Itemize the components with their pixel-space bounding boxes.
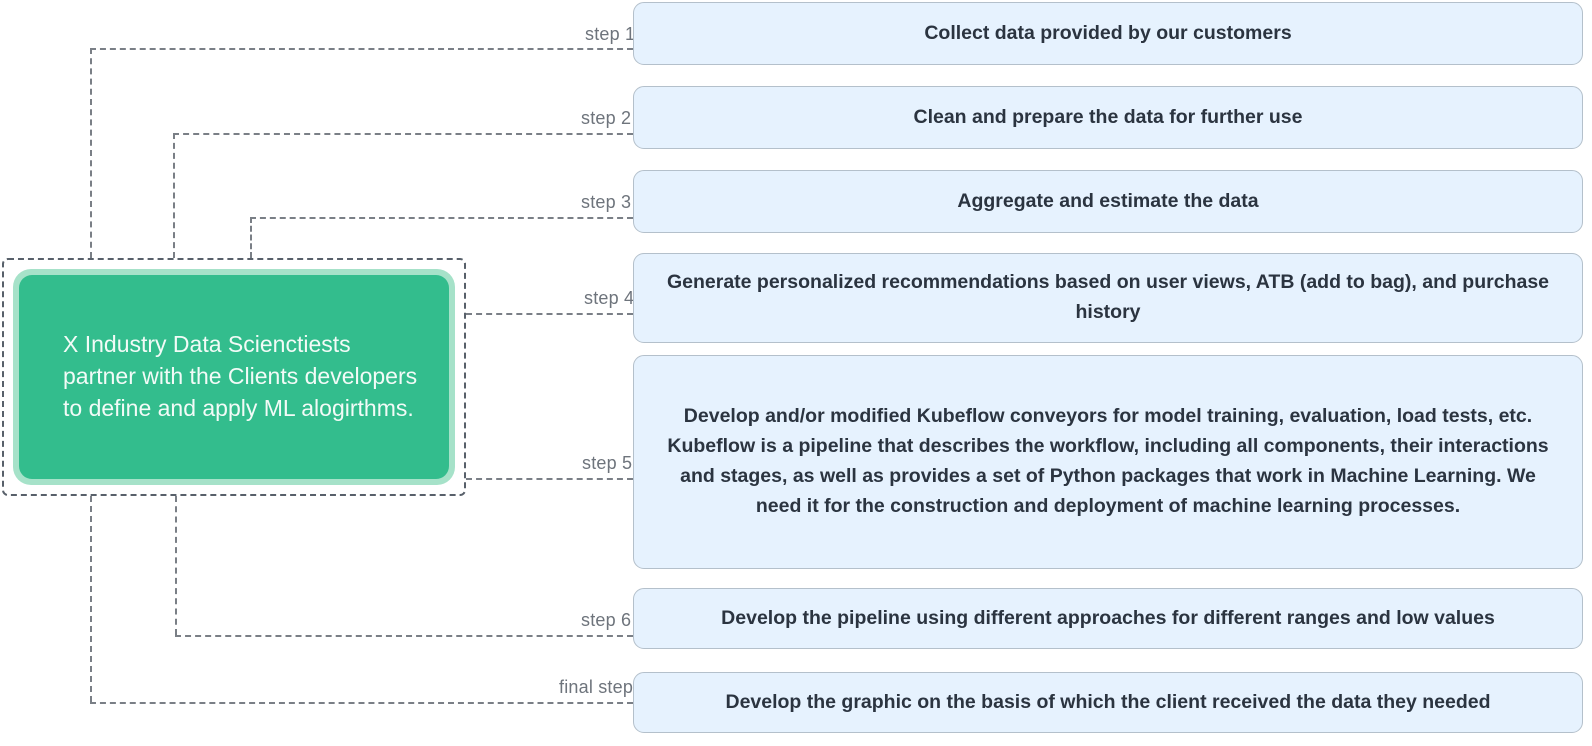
source-card-inner: X Industry Data Scienctiests partner wit… <box>19 275 449 479</box>
step-box-4[interactable]: Generate personalized recommendations ba… <box>633 253 1583 343</box>
connector-horizontal-step1 <box>90 48 633 50</box>
step-box-4-text: Generate personalized recommendations ba… <box>666 271 1550 323</box>
connector-horizontal-step2 <box>173 133 633 135</box>
step-label-4: step 4 <box>576 289 634 308</box>
connector-vertical-step3 <box>250 217 252 258</box>
step-box-final-text: Develop the graphic on the basis of whic… <box>725 690 1491 713</box>
step-box-final[interactable]: Develop the graphic on the basis of whic… <box>633 672 1583 733</box>
step-label-final: final step <box>551 678 633 697</box>
step-box-2[interactable]: Clean and prepare the data for further u… <box>633 86 1583 149</box>
step-box-1-text: Collect data provided by our customers <box>924 21 1292 44</box>
step-box-2-text: Clean and prepare the data for further u… <box>913 105 1303 128</box>
step-label-1: step 1 <box>577 25 635 44</box>
connector-horizontal-step5 <box>466 478 633 480</box>
connector-horizontal-final-step <box>90 702 633 704</box>
source-card-dashed-container: X Industry Data Scienctiests partner wit… <box>2 258 466 496</box>
step-label-3: step 3 <box>573 193 631 212</box>
step-label-5: step 5 <box>574 454 632 473</box>
connector-vertical-step6 <box>175 496 177 635</box>
connector-horizontal-step6 <box>175 635 633 637</box>
connector-vertical-step2 <box>173 133 175 258</box>
source-card[interactable]: X Industry Data Scienctiests partner wit… <box>13 269 455 485</box>
step-box-3-text: Aggregate and estimate the data <box>957 189 1259 212</box>
step-label-2: step 2 <box>573 109 631 128</box>
step-box-5-text: Develop and/or modified Kubeflow conveyo… <box>667 405 1549 517</box>
step-box-1[interactable]: Collect data provided by our customers <box>633 2 1583 65</box>
connector-horizontal-step4 <box>466 313 633 315</box>
step-box-5[interactable]: Develop and/or modified Kubeflow conveyo… <box>633 355 1583 569</box>
connector-horizontal-step3 <box>250 217 633 219</box>
step-box-3[interactable]: Aggregate and estimate the data <box>633 170 1583 233</box>
step-box-6-text: Develop the pipeline using different app… <box>721 606 1495 629</box>
connector-vertical-final-step <box>90 496 92 702</box>
source-card-text: X Industry Data Scienctiests partner wit… <box>63 331 418 421</box>
connector-vertical-step1 <box>90 48 92 258</box>
step-label-6: step 6 <box>573 611 631 630</box>
step-box-6[interactable]: Develop the pipeline using different app… <box>633 588 1583 649</box>
